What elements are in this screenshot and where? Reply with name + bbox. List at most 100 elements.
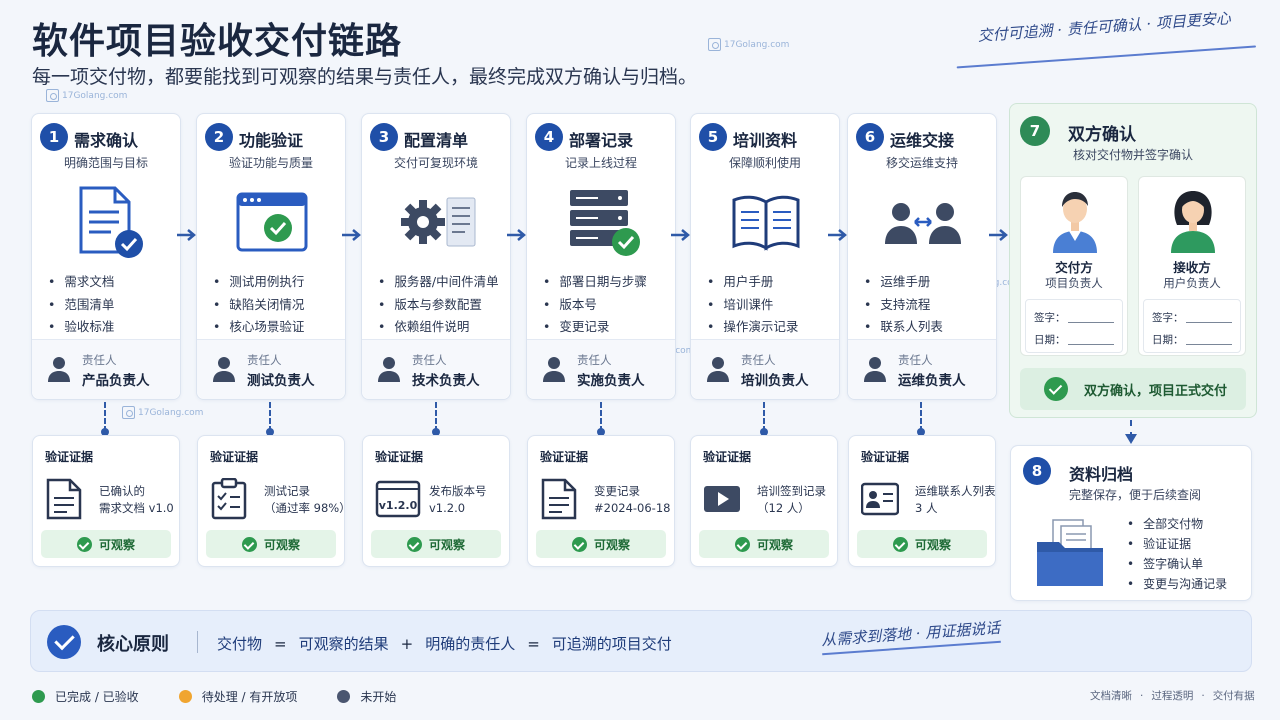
owner-value: 实施负责人: [577, 373, 645, 389]
check-icon: [571, 536, 587, 552]
step-item: 需求文档: [48, 271, 114, 294]
step-number: 6: [856, 123, 884, 151]
step-item: 操作演示记录: [707, 316, 798, 339]
step-items: 运维手册 支持流程 联系人列表: [864, 271, 943, 339]
watermark-icon: [46, 89, 59, 102]
legend-dot: [32, 690, 45, 703]
step-name: 运维交接: [890, 131, 955, 150]
step-card-1: 1 需求确认 明确范围与目标 需求文档 范围清单 验收标准 责任人 产品负责人: [31, 113, 181, 400]
evidence-card-1: 验证证据 已确认的需求文档 v1.0 可观察: [32, 435, 180, 567]
check-icon: [892, 536, 908, 552]
step-number: 8: [1023, 457, 1051, 485]
arrow-right-icon: [671, 229, 690, 241]
confirm-text: 双方确认，项目正式交付: [1084, 383, 1228, 399]
page-subtitle: 每一项交付物，都要能找到可观察的结果与责任人，最终完成双方确认与归档。: [32, 66, 698, 88]
step-item: 核心场景验证: [213, 316, 304, 339]
evidence-title: 验证证据: [703, 450, 752, 464]
sign-line: [1068, 322, 1114, 323]
party-receiver: 接收方 用户负责人 签字： 日期：: [1138, 176, 1246, 356]
step-name: 资料归档: [1069, 465, 1134, 484]
evidence-title: 验证证据: [540, 450, 589, 464]
archive-item: 全部交付物: [1127, 514, 1227, 534]
step-item: 依赖组件说明: [378, 316, 499, 339]
owner-label: 责任人: [898, 353, 933, 367]
archive-items: 全部交付物 验证证据 签字确认单 变更与沟通记录: [1127, 514, 1227, 594]
step-desc: 记录上线过程: [564, 156, 637, 170]
step-item: 版本号: [543, 294, 647, 317]
step-number: 2: [205, 123, 233, 151]
step-item: 用户手册: [707, 271, 798, 294]
evidence-title: 验证证据: [375, 450, 424, 464]
principle-formula: 交付物=可观察的结果+明确的责任人=可追溯的项目交付: [217, 635, 672, 653]
divider: [197, 631, 198, 653]
arrow-right-icon: [828, 229, 847, 241]
step-card-5: 5 培训资料 保障顺利使用 用户手册 培训课件 操作演示记录 责任人 培训负责人: [690, 113, 840, 400]
arrow-down-icon: [1125, 434, 1137, 444]
step-name: 培训资料: [733, 131, 798, 150]
sign-label: 签字：: [1152, 312, 1184, 324]
check-icon: [1044, 377, 1068, 401]
owner-value: 技术负责人: [412, 373, 480, 389]
legend-item: 未开始: [337, 688, 396, 705]
sign-line: [1186, 322, 1232, 323]
watermark: 17Golang.com: [46, 89, 127, 102]
party-name: 交付方: [1055, 260, 1093, 275]
step-items: 部署日期与步骤 版本号 变更记录: [543, 271, 647, 339]
observable-badge: 可观察: [206, 530, 336, 558]
archive-item: 签字确认单: [1127, 554, 1227, 574]
step-desc: 移交运维支持: [885, 156, 958, 170]
watermark: 17Golang.com: [122, 406, 203, 419]
evidence-card-5: 验证证据 培训签到记录（12 人） 可观察: [690, 435, 838, 567]
dashed-connector: [760, 402, 768, 436]
step-item: 缺陷关闭情况: [213, 294, 304, 317]
step-number: 4: [535, 123, 563, 151]
header-slogan: 交付可追溯 · 责任可确认 · 项目更安心: [954, 6, 1257, 71]
step-desc: 完整保存，便于后续查阅: [1069, 488, 1202, 502]
signature-box: 签字： 日期：: [1025, 299, 1123, 353]
slogan-underline: [956, 45, 1257, 69]
observable-badge: 可观察: [41, 530, 171, 558]
dashed-connector: [432, 402, 440, 436]
legend-dot: [178, 690, 192, 703]
date-line: [1068, 344, 1114, 345]
version-window-icon: v1.2.0: [375, 480, 421, 518]
archive-item: 变更与沟通记录: [1127, 574, 1227, 594]
step-number: 7: [1020, 116, 1050, 146]
person-icon: [213, 357, 235, 382]
archive-item: 验证证据: [1127, 534, 1227, 554]
step-item: 服务器/中间件清单: [378, 271, 498, 294]
evidence-text: 变更记录#2024-06-18: [594, 484, 671, 515]
check-icon: [406, 536, 422, 552]
owner-value: 产品负责人: [82, 373, 150, 389]
step-items: 服务器/中间件清单 版本与参数配置 依赖组件说明: [378, 271, 499, 339]
dashed-connector: [597, 402, 605, 436]
date-label: 日期：: [1152, 334, 1184, 346]
step-item: 部署日期与步骤: [543, 271, 647, 294]
check-icon: [47, 625, 81, 659]
woman-avatar-icon: [1171, 191, 1215, 253]
sign-label: 签字：: [1034, 312, 1066, 324]
owner-value: 培训负责人: [741, 373, 809, 389]
handover-icon: [885, 203, 961, 244]
evidence-title: 验证证据: [861, 450, 910, 464]
watermark-icon: [122, 406, 135, 419]
arrow-right-icon: [989, 229, 1008, 241]
evidence-title: 验证证据: [45, 450, 94, 464]
evidence-text: 测试记录（通过率 98%）: [264, 484, 351, 515]
step-items: 用户手册 培训课件 操作演示记录: [707, 271, 798, 339]
step-item: 验收标准: [48, 316, 114, 339]
legend-dot: [337, 690, 351, 703]
book-icon: [732, 195, 800, 251]
person-icon: [864, 357, 886, 382]
dashed-connector: [1130, 420, 1132, 438]
date-line: [1186, 344, 1232, 345]
header-slogan-text: 交付可追溯 · 责任可确认 · 项目更安心: [977, 9, 1232, 45]
watermark-icon: [708, 38, 721, 51]
person-icon: [543, 357, 565, 382]
owner-section: 责任人 技术负责人: [362, 339, 510, 399]
owner-section: 责任人 运维负责人: [848, 339, 996, 399]
step-name: 功能验证: [239, 131, 304, 150]
